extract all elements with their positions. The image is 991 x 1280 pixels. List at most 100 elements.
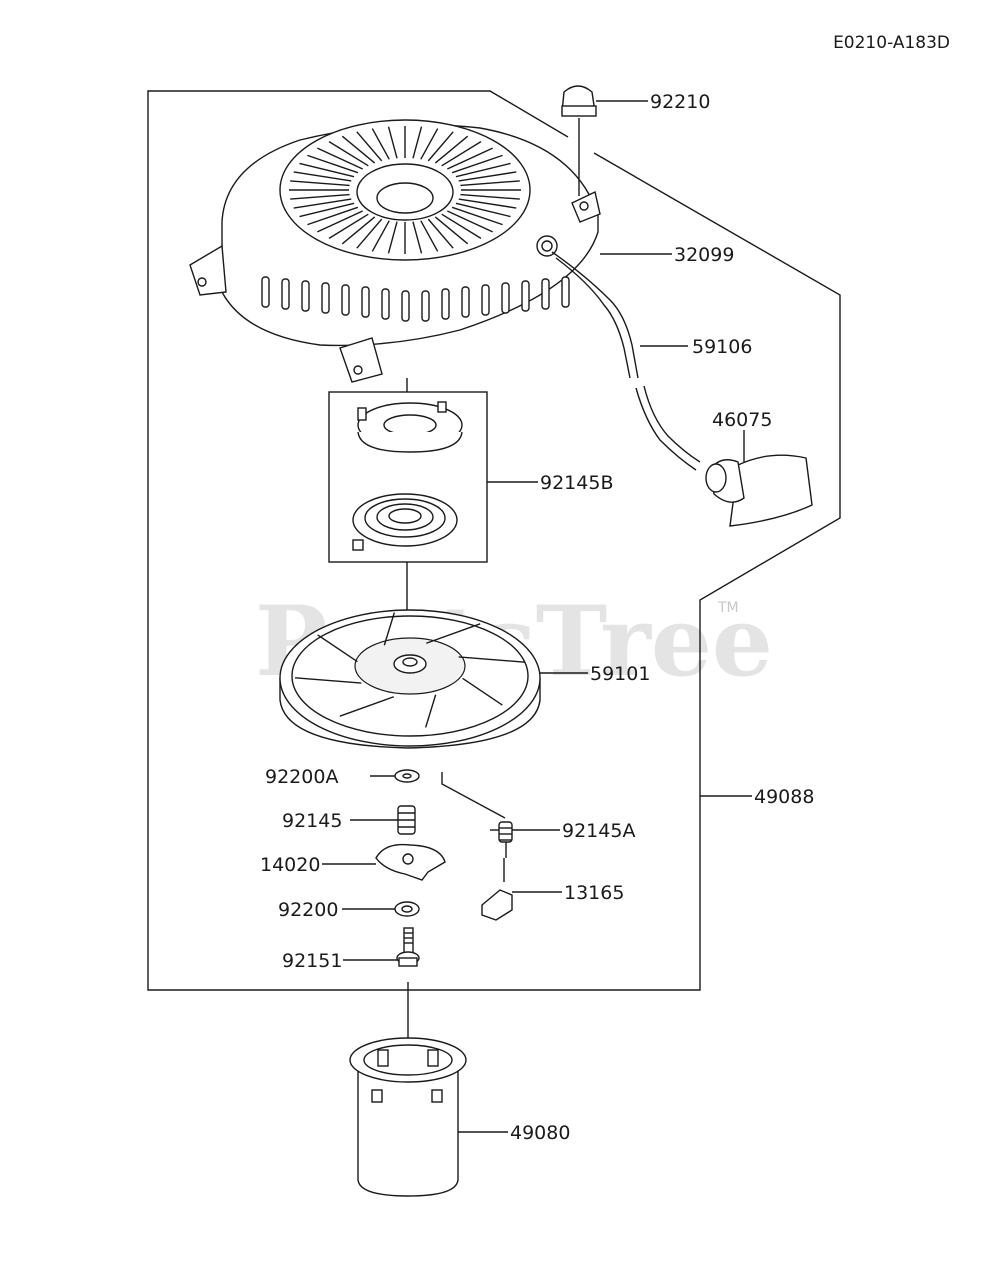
pawl-13165-part[interactable] [481,889,513,921]
label-14020[interactable]: 14020 [260,854,320,876]
cover-side-slot [361,286,370,318]
cover-vent-slot [441,213,482,239]
cover-vent-slot [458,171,517,182]
reel-spoke [458,656,525,663]
cover-side-slot [461,286,470,318]
cover-vent-slot [371,128,390,160]
label-92210[interactable]: 92210 [650,91,710,113]
cap-nut-part[interactable] [561,85,597,117]
cover-vent-slot [412,221,423,254]
cover-side-slot [441,288,450,320]
reel-spoke [424,694,437,728]
label-92145A[interactable]: 92145A [562,820,635,842]
cover-vent-slot [434,135,469,164]
cover-vent-slot [447,147,493,170]
cover-side-slot [421,290,430,322]
cover-side-slot [401,290,410,322]
cover-vent-slot [441,141,482,167]
label-32099[interactable]: 32099 [674,244,734,266]
cover-vent-slot [317,210,363,233]
label-92200[interactable]: 92200 [278,899,338,921]
cover-side-slot [381,288,390,320]
cover-side-slot [561,276,570,308]
cover-vent-slot [293,198,352,209]
label-92200A[interactable]: 92200A [265,766,338,788]
label-92151[interactable]: 92151 [282,950,342,972]
label-49088[interactable]: 49088 [754,786,814,808]
rope-upper [551,251,639,379]
reel-spoke [426,623,481,644]
cover-vent-slot [455,202,511,218]
cover-side-slot [281,278,290,310]
label-49080[interactable]: 49080 [510,1122,570,1144]
assembly-outline [147,90,841,991]
cover-vent-slot [293,171,352,182]
cover-vent-slot [412,126,423,159]
cover-vent-slot [328,213,369,239]
spring-set-box [328,391,488,563]
cover-vent-slot [447,210,493,233]
cover-vent-slot [434,216,469,245]
label-59101[interactable]: 59101 [590,663,650,685]
reel-spoke [383,612,396,646]
cover-vent-slot [307,206,359,226]
cover-vent-slot [356,131,383,162]
cover-vent-slot [420,220,439,252]
diagram-code: E0210-A183D [833,33,950,53]
recoil-cover-part[interactable] [189,119,601,383]
spring-92145-part[interactable] [397,805,416,835]
cover-vent-slot [458,198,517,209]
watermark-trademark: TM [717,600,739,616]
cover-vent-slot [328,141,369,167]
cover-side-slot [301,280,310,312]
label-46075[interactable]: 46075 [712,409,772,431]
cover-side-slot [481,284,490,316]
label-92145[interactable]: 92145 [282,810,342,832]
pulley-cup-49080-part[interactable] [349,1037,467,1197]
reel-spoke [317,634,358,663]
rope-upper-edge [555,257,631,379]
cover-side-slot [521,280,530,312]
label-59106[interactable]: 59106 [692,336,752,358]
cover-vent-slot [341,135,376,164]
label-13165[interactable]: 13165 [564,882,624,904]
cover-vent-slot [427,218,454,249]
cover-vent-slot [455,162,511,178]
cover-side-slot [501,282,510,314]
cover-vent-slot [427,131,454,162]
cover-side-slot [341,284,350,316]
cover-side-slot [261,276,270,308]
cover-vent-slot [341,216,376,245]
cover-vent-slot [290,193,350,200]
cover-vent-slot [451,206,503,226]
cover-vent-slot [356,218,383,249]
starter-handle-part[interactable] [705,454,813,527]
pawl-axis-line [441,772,506,819]
reel-spoke [295,677,362,684]
washer-92200-part[interactable] [394,901,420,917]
cover-vent-slot [290,180,350,187]
washer-92200A-part[interactable] [394,769,420,783]
recoil-spring-part[interactable] [352,493,458,551]
cover-vent-slot [307,154,359,174]
pawl-spring-92145A-part[interactable] [490,821,513,858]
cover-vent-slot [387,221,398,254]
cover-vent-slot [460,180,520,187]
cover-vent-slot [451,154,503,174]
cover-vent-slot [299,202,355,218]
label-92145B[interactable]: 92145B [540,472,613,494]
spring-case-part[interactable] [357,401,463,453]
reel-part[interactable] [279,609,541,749]
bolt-92151-part[interactable] [396,927,420,967]
rope-lower [635,387,697,471]
cover-vent-slot [420,128,439,160]
cover-vent-slot [387,126,398,159]
cover-vent-slot [317,147,363,170]
cover-side-slot [541,278,550,310]
rope-lower-edge [643,385,701,463]
guide-plate-14020-part[interactable] [375,843,446,881]
cover-vent-slot [371,220,390,252]
cover-side-slot [321,282,330,314]
cover-vent-slot [460,193,520,200]
